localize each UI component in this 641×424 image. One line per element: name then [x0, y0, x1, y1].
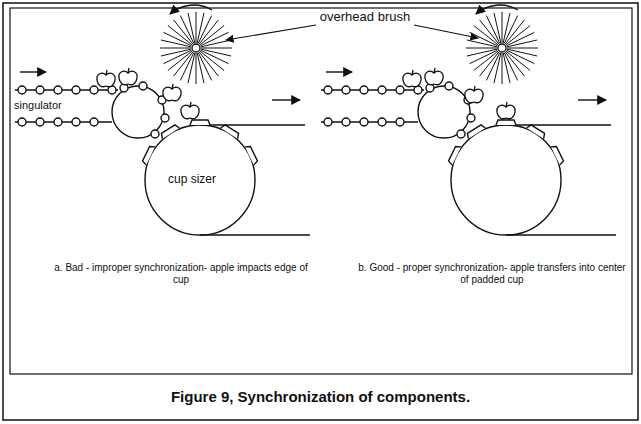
figure-caption: Figure 9, Synchronization of components. — [10, 388, 631, 406]
panel-bad — [15, 5, 310, 235]
part-label: singulator — [14, 99, 76, 112]
brush-hubs — [192, 44, 506, 52]
part-label: overhead brush — [300, 9, 430, 25]
brush-leaders — [226, 25, 478, 40]
panel-caption: a. Bad - improper synchronization- apple… — [50, 262, 312, 286]
panel-caption: b. Good - proper synchronization- apple … — [356, 262, 628, 286]
panel-good — [321, 5, 616, 235]
apples — [97, 68, 515, 119]
part-label: cup sizer — [168, 172, 238, 186]
